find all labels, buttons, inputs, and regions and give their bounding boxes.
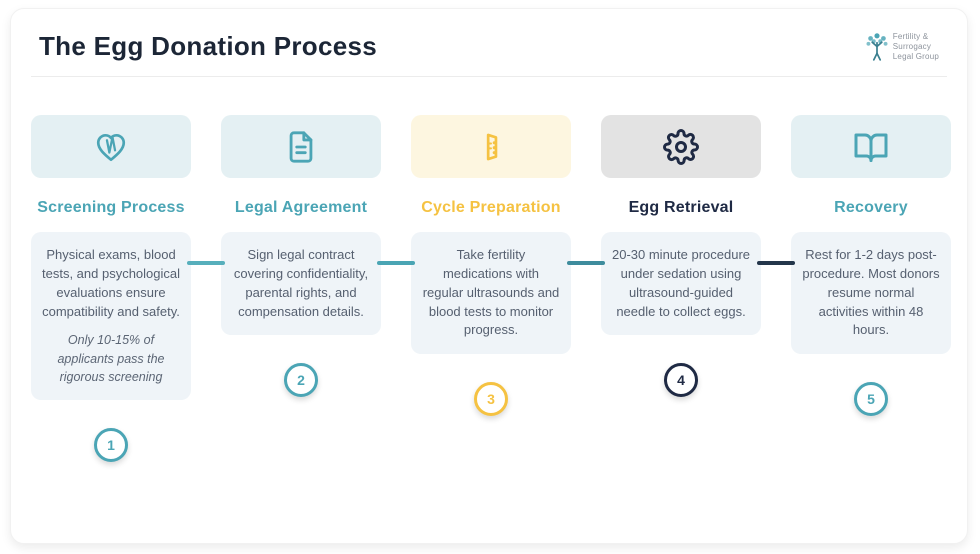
heart-stethoscope-icon bbox=[96, 133, 126, 161]
page-title: The Egg Donation Process bbox=[39, 31, 378, 61]
logo-tree-icon bbox=[866, 32, 888, 61]
step2-label: Legal Agreement bbox=[234, 199, 368, 216]
step5-description: Rest for 1-2 days post-procedure. Most d… bbox=[802, 247, 940, 338]
step5-label: Recovery bbox=[834, 199, 908, 216]
company-logo: Fertility & Surrogacy Legal Group bbox=[864, 32, 939, 62]
logo-line-1: Fertility & bbox=[892, 31, 929, 41]
step3-description-box: Take fertility medications with regular … bbox=[411, 232, 571, 355]
step4-icon-box bbox=[601, 115, 761, 178]
step1-label: Screening Process bbox=[37, 199, 185, 216]
step-egg-retrieval: Egg Retrieval 20-30 minute procedure und… bbox=[601, 115, 761, 462]
open-book-icon bbox=[854, 133, 888, 162]
step1-icon-box bbox=[31, 115, 191, 178]
connector-step3-step4 bbox=[567, 261, 605, 265]
step1-description: Physical exams, blood tests, and psychol… bbox=[41, 247, 181, 319]
process-timeline: Screening Process Physical exams, blood … bbox=[31, 115, 951, 462]
step5-number-badge: 5 bbox=[854, 382, 888, 417]
document-icon bbox=[289, 130, 313, 163]
step2-description: Sign legal contract covering confidentia… bbox=[233, 247, 369, 319]
step2-number-badge: 2 bbox=[284, 363, 318, 398]
step-screening-process: Screening Process Physical exams, blood … bbox=[31, 115, 191, 462]
step1-number-badge: 1 bbox=[94, 427, 128, 462]
step1-note: Only 10-15% of applicants pass the rigor… bbox=[57, 333, 165, 384]
step3-number-badge: 3 bbox=[474, 382, 508, 417]
connector-step4-step5 bbox=[757, 261, 795, 265]
step-recovery: Recovery Rest for 1-2 days post-procedur… bbox=[791, 115, 951, 462]
logo-text: Fertility & Surrogacy Legal Group bbox=[893, 32, 939, 62]
header: The Egg Donation Process bbox=[31, 29, 947, 77]
step3-label: Cycle Preparation bbox=[421, 199, 561, 216]
step4-description-box: 20-30 minute procedure under sedation us… bbox=[601, 232, 761, 336]
step5-description-box: Rest for 1-2 days post-procedure. Most d… bbox=[791, 232, 951, 355]
step2-icon-box bbox=[221, 115, 381, 178]
process-card: The Egg Donation Process bbox=[10, 8, 968, 544]
step4-label: Egg Retrieval bbox=[628, 199, 734, 216]
gear-icon bbox=[663, 128, 699, 165]
medication-icon bbox=[486, 133, 498, 160]
step4-number-badge: 4 bbox=[664, 363, 698, 398]
step3-description: Take fertility medications with regular … bbox=[422, 247, 560, 338]
step1-description-box: Physical exams, blood tests, and psychol… bbox=[31, 232, 191, 400]
step-legal-agreement: Legal Agreement Sign legal contract cove… bbox=[221, 115, 381, 462]
logo-line-3: Legal Group bbox=[892, 51, 939, 61]
step2-description-box: Sign legal contract covering confidentia… bbox=[221, 232, 381, 336]
step3-icon-box bbox=[411, 115, 571, 178]
connector-step1-step2 bbox=[187, 261, 225, 265]
step4-description: 20-30 minute procedure under sedation us… bbox=[611, 247, 751, 319]
step-cycle-preparation: Cycle Preparation Take fertility medicat… bbox=[411, 115, 571, 462]
connector-step2-step3 bbox=[377, 261, 415, 265]
step5-icon-box bbox=[791, 115, 951, 178]
logo-line-2: Surrogacy bbox=[892, 41, 932, 51]
